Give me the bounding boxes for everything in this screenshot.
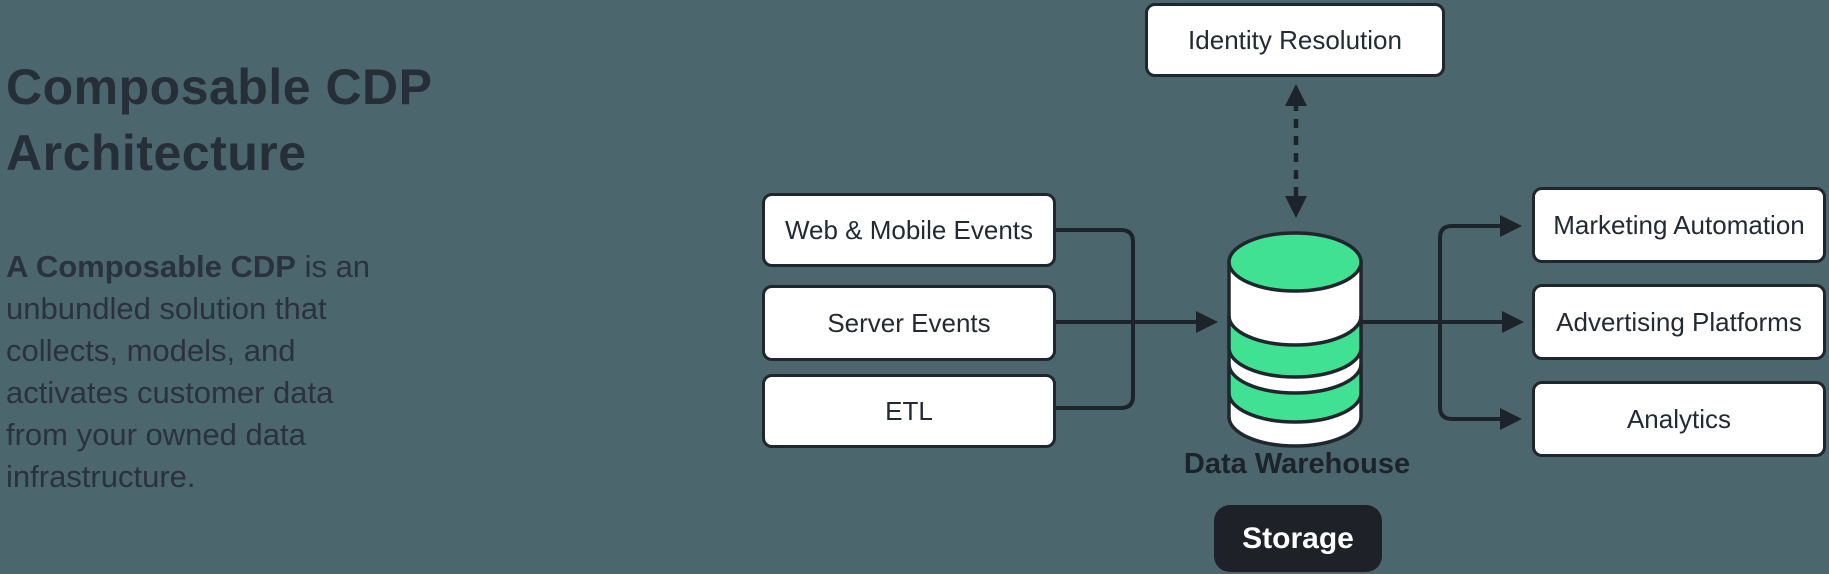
description-bold-lead: A Composable CDP [6,249,296,284]
storage-badge: Storage [1214,505,1382,572]
database-icon [1227,231,1363,448]
destination-node-analytics: Analytics [1532,381,1826,457]
arrowhead-up-icon [1285,84,1307,106]
source-node-server-events: Server Events [762,285,1056,361]
source-node-etl: ETL [762,374,1056,448]
arrowhead-down-icon [1285,196,1307,218]
destination-node-marketing-automation: Marketing Automation [1532,187,1826,263]
identity-resolution-node: Identity Resolution [1145,3,1445,77]
arrowhead-right-icon [1500,408,1522,430]
arrowhead-right-icon [1502,311,1524,333]
arrowhead-right-icon [1196,311,1218,333]
destinations-branch-connector [1438,224,1500,421]
page-description: A Composable CDP is an unbundled solutio… [6,246,476,498]
arrowhead-right-icon [1500,215,1522,237]
description-body-text: is an unbundled solution that collects, … [6,249,371,494]
sources-merge-connector [1056,228,1135,410]
destination-node-advertising-platforms: Advertising Platforms [1532,284,1826,360]
page-title: Composable CDP Architecture [6,59,433,181]
source-node-web-mobile-events: Web & Mobile Events [762,193,1056,267]
data-warehouse-label: Data Warehouse [1183,448,1411,480]
